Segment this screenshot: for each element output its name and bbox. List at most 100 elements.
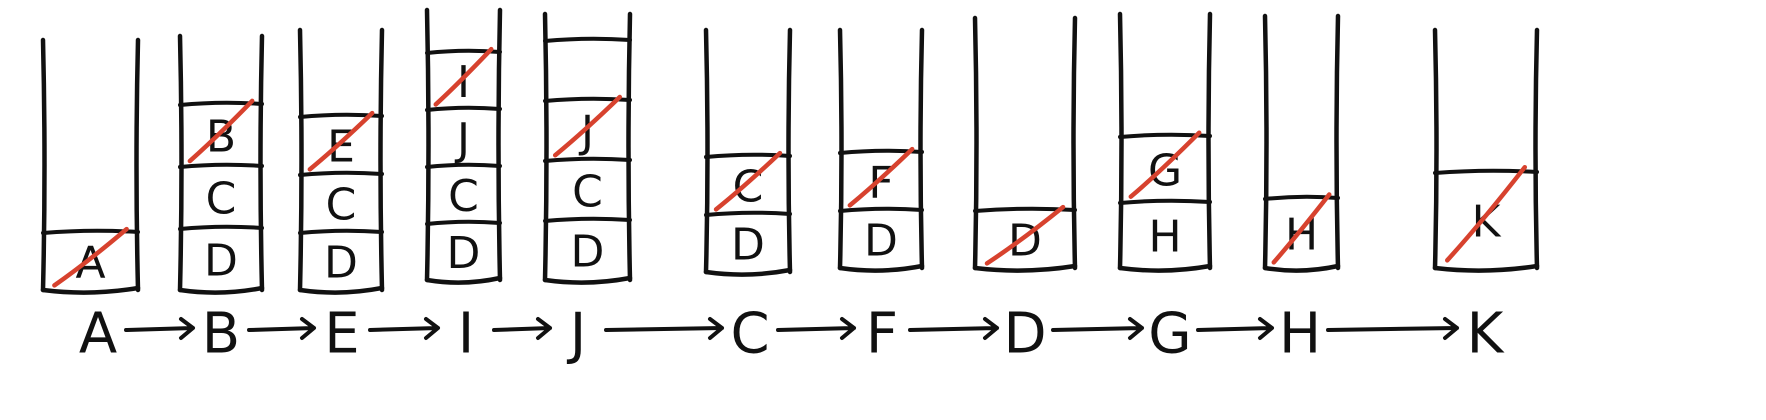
stack-cell-divider	[178, 162, 264, 169]
stack-base	[424, 275, 503, 285]
arrow-right-icon	[247, 317, 316, 340]
stack-wall-left	[1117, 11, 1124, 271]
stack-wall-left	[1432, 27, 1439, 271]
stack-cell-label: H	[1148, 212, 1181, 263]
stack-cell-divider	[178, 100, 264, 107]
stack-cell-divider	[704, 210, 792, 217]
stack-cell-divider	[298, 228, 384, 235]
stack-cell-label: F	[868, 158, 893, 209]
stack-cell-divider	[543, 216, 632, 223]
sequence-letter: F	[866, 302, 898, 367]
sequence-letter: D	[1003, 302, 1046, 367]
arrow-right-icon	[908, 317, 999, 340]
arrow-right-icon	[1326, 317, 1459, 340]
stack-8: D	[972, 15, 1078, 273]
sequence-letter: I	[458, 302, 475, 367]
stack-wall-right	[918, 27, 925, 271]
arrow-right-icon	[124, 317, 195, 340]
stack-cell-label: C	[572, 167, 603, 218]
strike-through-mark	[433, 46, 494, 107]
stack-cell-divider	[425, 48, 502, 55]
stack-cell-label: C	[326, 180, 357, 231]
stack-cell-label: C	[733, 162, 764, 213]
arrow-right-icon	[492, 317, 552, 340]
stack-base	[297, 285, 385, 295]
stack-cell-label: D	[864, 216, 898, 267]
stack-cell-divider	[838, 206, 924, 213]
stack-wall-left	[424, 7, 431, 283]
stack-wall-right	[258, 33, 265, 293]
stack-wall-right	[1533, 27, 1540, 271]
stack-base	[1432, 263, 1540, 273]
stack-cell-divider	[838, 148, 924, 155]
stack-cell-divider	[298, 170, 384, 177]
strike-through-mark	[984, 204, 1066, 266]
stack-base	[972, 263, 1078, 273]
stack-cell-divider	[543, 96, 632, 103]
stack-1: A	[40, 37, 141, 295]
stack-wall-right	[1334, 13, 1341, 271]
stack-wall-right	[626, 11, 633, 283]
stack-base	[40, 285, 141, 295]
stack-wall-right	[496, 7, 503, 283]
strike-through-mark	[552, 94, 623, 158]
stack-cell-divider	[543, 36, 632, 43]
arrow-right-icon	[776, 317, 856, 340]
stack-wall-left	[40, 37, 47, 293]
sequence-letter: E	[324, 302, 359, 367]
stack-cell-label: D	[731, 220, 765, 271]
sequence-letter: J	[567, 302, 587, 367]
stack-wall-right	[786, 27, 793, 275]
stack-wall-right	[1071, 15, 1078, 271]
stack-wall-left	[542, 11, 549, 283]
stack-cell-divider	[298, 112, 384, 119]
strike-through-mark	[1271, 192, 1332, 265]
stack-6: DC	[703, 27, 793, 277]
stack-9: HG	[1117, 11, 1213, 273]
stack-cell-divider	[425, 219, 502, 226]
stack-cell-divider	[425, 105, 502, 112]
stack-wall-left	[703, 27, 710, 275]
stack-10: H	[1262, 13, 1341, 273]
stack-2: DCB	[177, 33, 265, 295]
stack-base	[1117, 263, 1213, 273]
stack-cell-label: D	[324, 238, 358, 289]
stack-wall-right	[134, 37, 141, 293]
stack-cell-label: D	[447, 228, 481, 279]
stack-cell-label: C	[448, 171, 479, 222]
stack-cell-divider	[425, 162, 502, 169]
stack-base	[177, 285, 265, 295]
sequence-letter: G	[1148, 302, 1191, 367]
strike-through-mark	[52, 226, 129, 288]
arrow-right-icon	[368, 317, 440, 340]
sequence-letter: C	[730, 302, 769, 367]
stack-cell-label: D	[571, 227, 605, 278]
stack-cell-label: A	[75, 238, 105, 289]
stack-cell-label: J	[578, 107, 594, 158]
stack-wall-left	[177, 33, 184, 293]
stack-cell-label: J	[454, 114, 470, 165]
strike-through-mark	[307, 110, 375, 172]
stack-11: K	[1432, 27, 1540, 273]
stack-wall-left	[972, 15, 979, 271]
stack-cell-divider	[543, 156, 632, 163]
stack-wall-right	[378, 27, 385, 293]
stack-cell-divider	[178, 224, 264, 231]
stack-cell-label: D	[204, 236, 238, 287]
stack-7: DF	[837, 27, 925, 273]
stack-cell-divider	[973, 206, 1077, 213]
strike-through-mark	[713, 150, 783, 212]
stack-cell-divider	[1263, 194, 1340, 201]
arrow-right-icon	[604, 317, 724, 340]
stack-cell-label: D	[1008, 216, 1042, 267]
sequence-letter: A	[79, 302, 117, 367]
arrow-right-icon	[1051, 317, 1144, 340]
stack-base	[703, 267, 793, 277]
stack-cell-divider	[1118, 198, 1212, 205]
stack-wall-left	[837, 27, 844, 271]
stack-wall-left	[297, 27, 304, 293]
strike-through-mark	[847, 146, 915, 208]
stack-5: DCJ	[542, 11, 633, 285]
stack-base	[1262, 263, 1341, 273]
strike-through-mark	[1444, 164, 1528, 263]
